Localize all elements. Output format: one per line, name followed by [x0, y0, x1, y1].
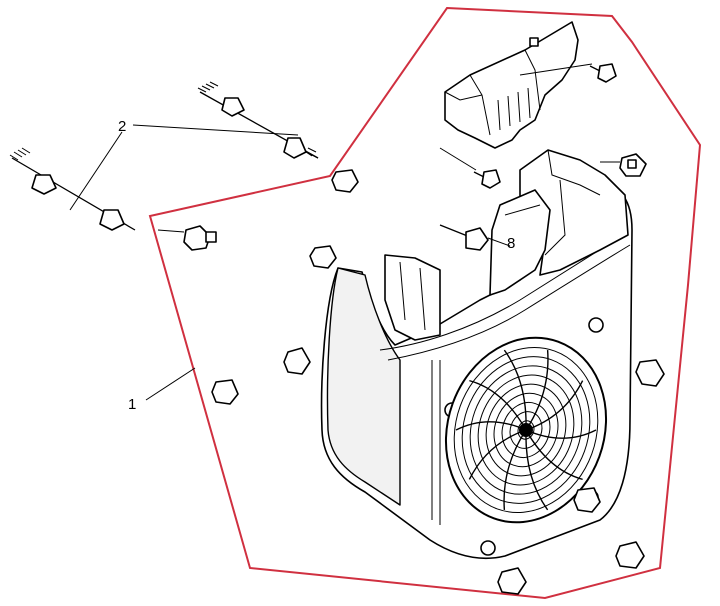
grille-ring: [477, 374, 575, 486]
grille-spoke: [468, 429, 527, 480]
grille-spoke: [503, 349, 527, 431]
stud-upper: [197, 81, 319, 159]
flange-nut-5: [573, 487, 601, 513]
flange-nut-2: [283, 347, 311, 375]
grille-ring: [485, 383, 567, 477]
grille-spoke: [503, 429, 527, 510]
screw-middle: [473, 169, 501, 189]
flange-nut-1: [309, 245, 337, 269]
callout-label-1: 1: [128, 396, 136, 413]
callout-label-8: 8: [507, 235, 515, 252]
grille-spoke: [525, 380, 584, 431]
flange-nut-top: [331, 169, 359, 193]
grille-spoke: [525, 350, 549, 431]
callout-label-2: 2: [118, 118, 126, 135]
screw-top-right: [589, 63, 617, 83]
grille-ring: [469, 365, 583, 495]
flange-nut-4: [635, 359, 665, 387]
hex-bolt-left: [183, 225, 217, 251]
upper-cover-bracket: [444, 21, 579, 149]
grille-spoke: [525, 429, 583, 481]
grille-ring: [453, 347, 599, 513]
grille-ring: [493, 392, 559, 468]
grille-spoke: [525, 429, 549, 511]
fan-grille: [444, 336, 608, 524]
flange-nut-6: [615, 541, 645, 569]
grille-ring: [461, 356, 591, 504]
grille-ring: [501, 402, 551, 458]
stud-lower: [9, 147, 136, 231]
grille-spoke: [455, 421, 527, 431]
grille-hub: [519, 423, 533, 437]
square-clip-nut: [619, 153, 647, 177]
flange-nut-3: [211, 379, 239, 405]
grille-spoke: [525, 429, 597, 439]
flange-nut-7: [497, 567, 527, 595]
assembly-boundary: [148, 6, 702, 600]
grille-spoke: [469, 379, 527, 431]
leader-lines: [69, 63, 620, 401]
bolt-8: [439, 224, 489, 251]
